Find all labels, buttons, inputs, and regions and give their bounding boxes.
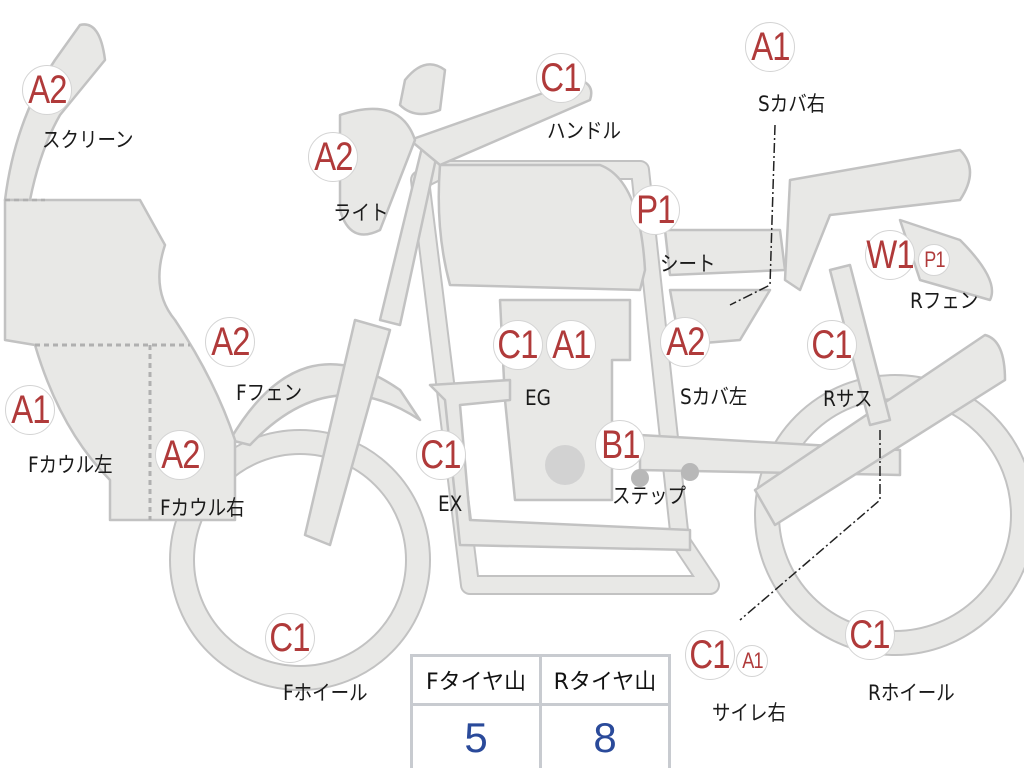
part-label-side-cover-left: Sカバ左 [680, 385, 748, 409]
grade-badge: A2 [308, 132, 358, 182]
grade-badge: A2 [22, 65, 72, 115]
part-label-screen: スクリーン [42, 128, 134, 152]
mirror [398, 63, 447, 116]
headlight [338, 107, 417, 236]
part-label-engine: EG [525, 386, 552, 410]
grade-text: A2 [313, 135, 353, 179]
grade-text: C1 [849, 613, 891, 657]
grade-text: C1 [689, 633, 731, 677]
part-label-light: ライト [333, 201, 389, 225]
front-fork [303, 318, 392, 547]
engine-cover [545, 445, 585, 485]
part-label-front-cowl-right: Fカウル右 [160, 496, 245, 520]
grade-badge: C1 [807, 320, 857, 370]
grade-badge: P1 [630, 185, 680, 235]
grade-badge: C1 [845, 610, 895, 660]
tire-tread-table: Fタイヤ山 Rタイヤ山 5 8 [410, 654, 671, 768]
grade-text: C1 [540, 56, 582, 100]
grade-text: W1 [866, 233, 914, 277]
grade-text: A2 [27, 68, 67, 112]
part-label-seat: シート [660, 252, 716, 276]
part-label-side-cover-right: Sカバ右 [758, 92, 826, 116]
cowl-divider [35, 343, 190, 520]
grade-badge: A2 [155, 430, 205, 480]
front-wheel-inner [171, 431, 429, 689]
grade-text: C1 [811, 323, 853, 367]
part-label-rear-suspension: Rサス [823, 387, 873, 411]
grade-badge: C1 [685, 630, 735, 680]
grade-badge: A1 [546, 320, 596, 370]
grade-badge: A2 [660, 317, 710, 367]
leader-line [739, 430, 881, 621]
grade-badge: C1 [493, 320, 543, 370]
footrest [631, 469, 649, 487]
grade-text: C1 [497, 323, 539, 367]
grade-badge: A2 [205, 317, 255, 367]
tail [783, 148, 972, 292]
grade-text: A1 [741, 648, 763, 673]
grade-badge: A1 [5, 385, 55, 435]
grade-text: P1 [923, 247, 945, 272]
grade-text: A2 [665, 320, 705, 364]
front-tire-value: 5 [410, 703, 542, 768]
grade-badge: C1 [265, 613, 315, 663]
part-label-rear-wheel: Rホイール [868, 681, 955, 705]
grade-text: B1 [600, 423, 640, 467]
grade-text: P1 [635, 188, 675, 232]
grade-badge: B1 [595, 420, 645, 470]
part-label-front-wheel: Fホイール [283, 681, 368, 705]
fuel-tank [437, 163, 647, 292]
grade-badge-small: A1 [736, 645, 768, 677]
part-label-rear-fender: Rフェン [910, 289, 979, 313]
leader-line [729, 124, 776, 306]
grade-text: C1 [420, 433, 462, 477]
grade-text: A1 [750, 25, 790, 69]
rear-wheel-inner [756, 376, 1024, 654]
part-label-silencer-right: サイレ右 [712, 701, 786, 725]
grade-badge: C1 [536, 53, 586, 103]
rear-tire-value: 8 [539, 703, 671, 768]
footrest [681, 463, 699, 481]
part-label-step: ステップ [612, 484, 686, 508]
grade-badge: A1 [745, 22, 795, 72]
grade-text: A2 [160, 433, 200, 477]
grade-badge: C1 [416, 430, 466, 480]
rear-tire-header: Rタイヤ山 [539, 654, 671, 706]
grade-text: C1 [269, 616, 311, 660]
grade-text: A1 [551, 323, 591, 367]
grade-badge-small: P1 [918, 244, 950, 276]
grade-text: A2 [210, 320, 250, 364]
part-label-exhaust: EX [438, 492, 463, 516]
rear-shock [828, 263, 892, 427]
grade-badge: W1 [865, 230, 915, 280]
grade-text: A1 [10, 388, 50, 432]
part-label-handle: ハンドル [547, 119, 621, 143]
part-label-front-cowl-left: Fカウル左 [28, 453, 113, 477]
front-tire-header: Fタイヤ山 [410, 654, 542, 706]
part-label-front-fender: Fフェン [236, 381, 303, 405]
